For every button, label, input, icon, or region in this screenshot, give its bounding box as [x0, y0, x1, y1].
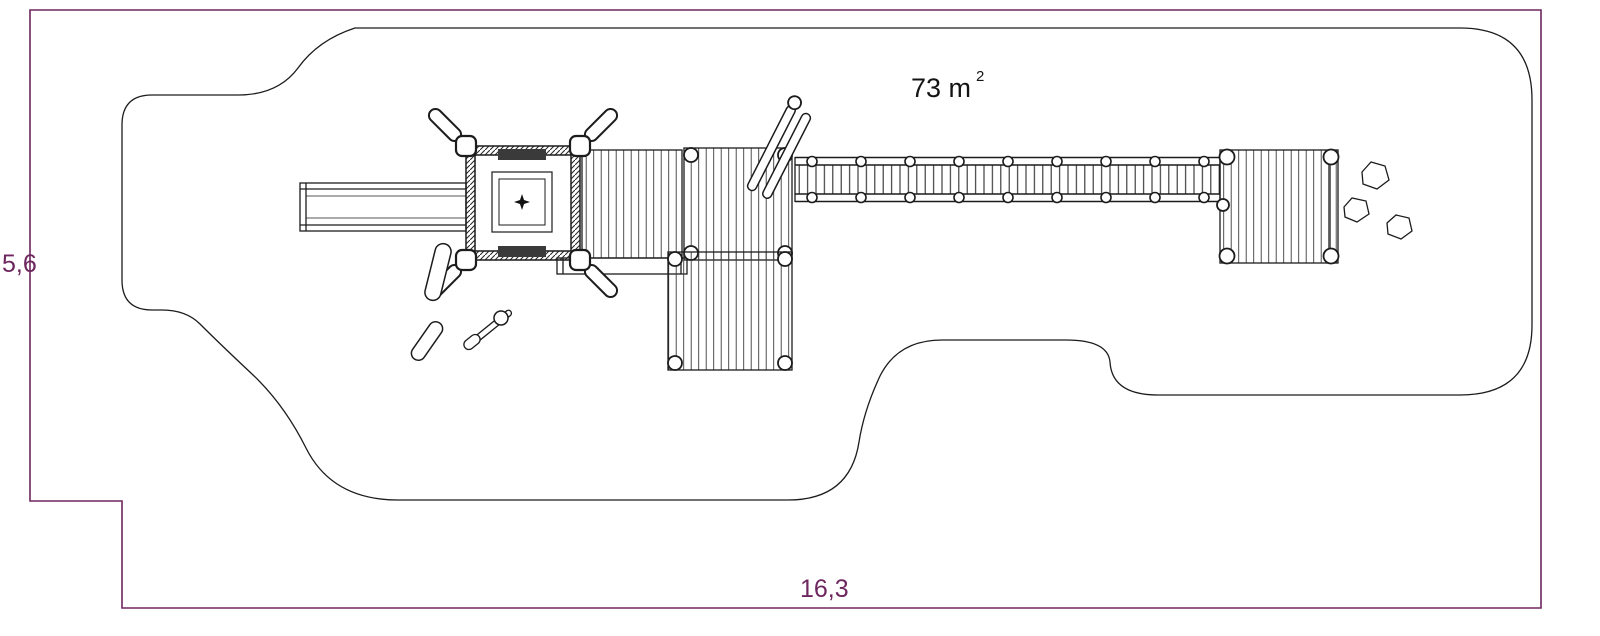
- post: [683, 147, 699, 163]
- area-label: 73 m: [911, 73, 971, 103]
- lower-platform: [667, 251, 793, 371]
- area-exponent: 2: [976, 68, 984, 85]
- stone: [1343, 197, 1370, 223]
- post: [667, 355, 683, 371]
- corner-post: [568, 134, 592, 158]
- spring-toy: [463, 309, 513, 351]
- equipment-drawing: [121, 27, 1533, 501]
- main-tower: [427, 107, 619, 299]
- safety-area-outline: [121, 27, 1533, 501]
- dimension-boundary-outline: [29, 9, 1542, 609]
- upper-platform: [683, 147, 793, 261]
- post: [777, 355, 793, 371]
- stone: [1386, 214, 1413, 240]
- corner-post: [568, 248, 592, 272]
- ramp-platform: [581, 149, 683, 259]
- dimension-boundary: [29, 9, 1542, 609]
- corner-post: [454, 248, 478, 272]
- tower-top-bar: [498, 149, 546, 160]
- post: [1322, 148, 1340, 166]
- post: [667, 251, 683, 267]
- tower-inner-square: [498, 178, 546, 226]
- end-platform: [1216, 148, 1340, 265]
- tower-center-star: [514, 194, 530, 210]
- bridge-posts-bottom: [806, 191, 1210, 204]
- tower-bottom-bar: [498, 246, 546, 257]
- tower-inner-square: [491, 171, 553, 233]
- post: [1322, 247, 1340, 265]
- balance-log-1: [424, 242, 452, 302]
- post: [1218, 247, 1236, 265]
- width-dimension-label: 16,3: [800, 575, 849, 603]
- slide: [299, 182, 467, 232]
- post: [1218, 148, 1236, 166]
- dimension-labels: 5,6 16,3: [2, 250, 849, 603]
- bridge-walkway: [794, 155, 1221, 204]
- post: [777, 251, 793, 267]
- height-dimension-label: 5,6: [2, 250, 37, 278]
- post: [1216, 198, 1230, 212]
- stone: [1361, 161, 1390, 190]
- ladder-knob: [787, 95, 802, 111]
- balance-log-2: [410, 320, 444, 362]
- stepping-stones: [1343, 161, 1413, 240]
- corner-post: [454, 134, 478, 158]
- bridge-posts-top: [806, 155, 1210, 168]
- entry-ladder: [746, 95, 812, 199]
